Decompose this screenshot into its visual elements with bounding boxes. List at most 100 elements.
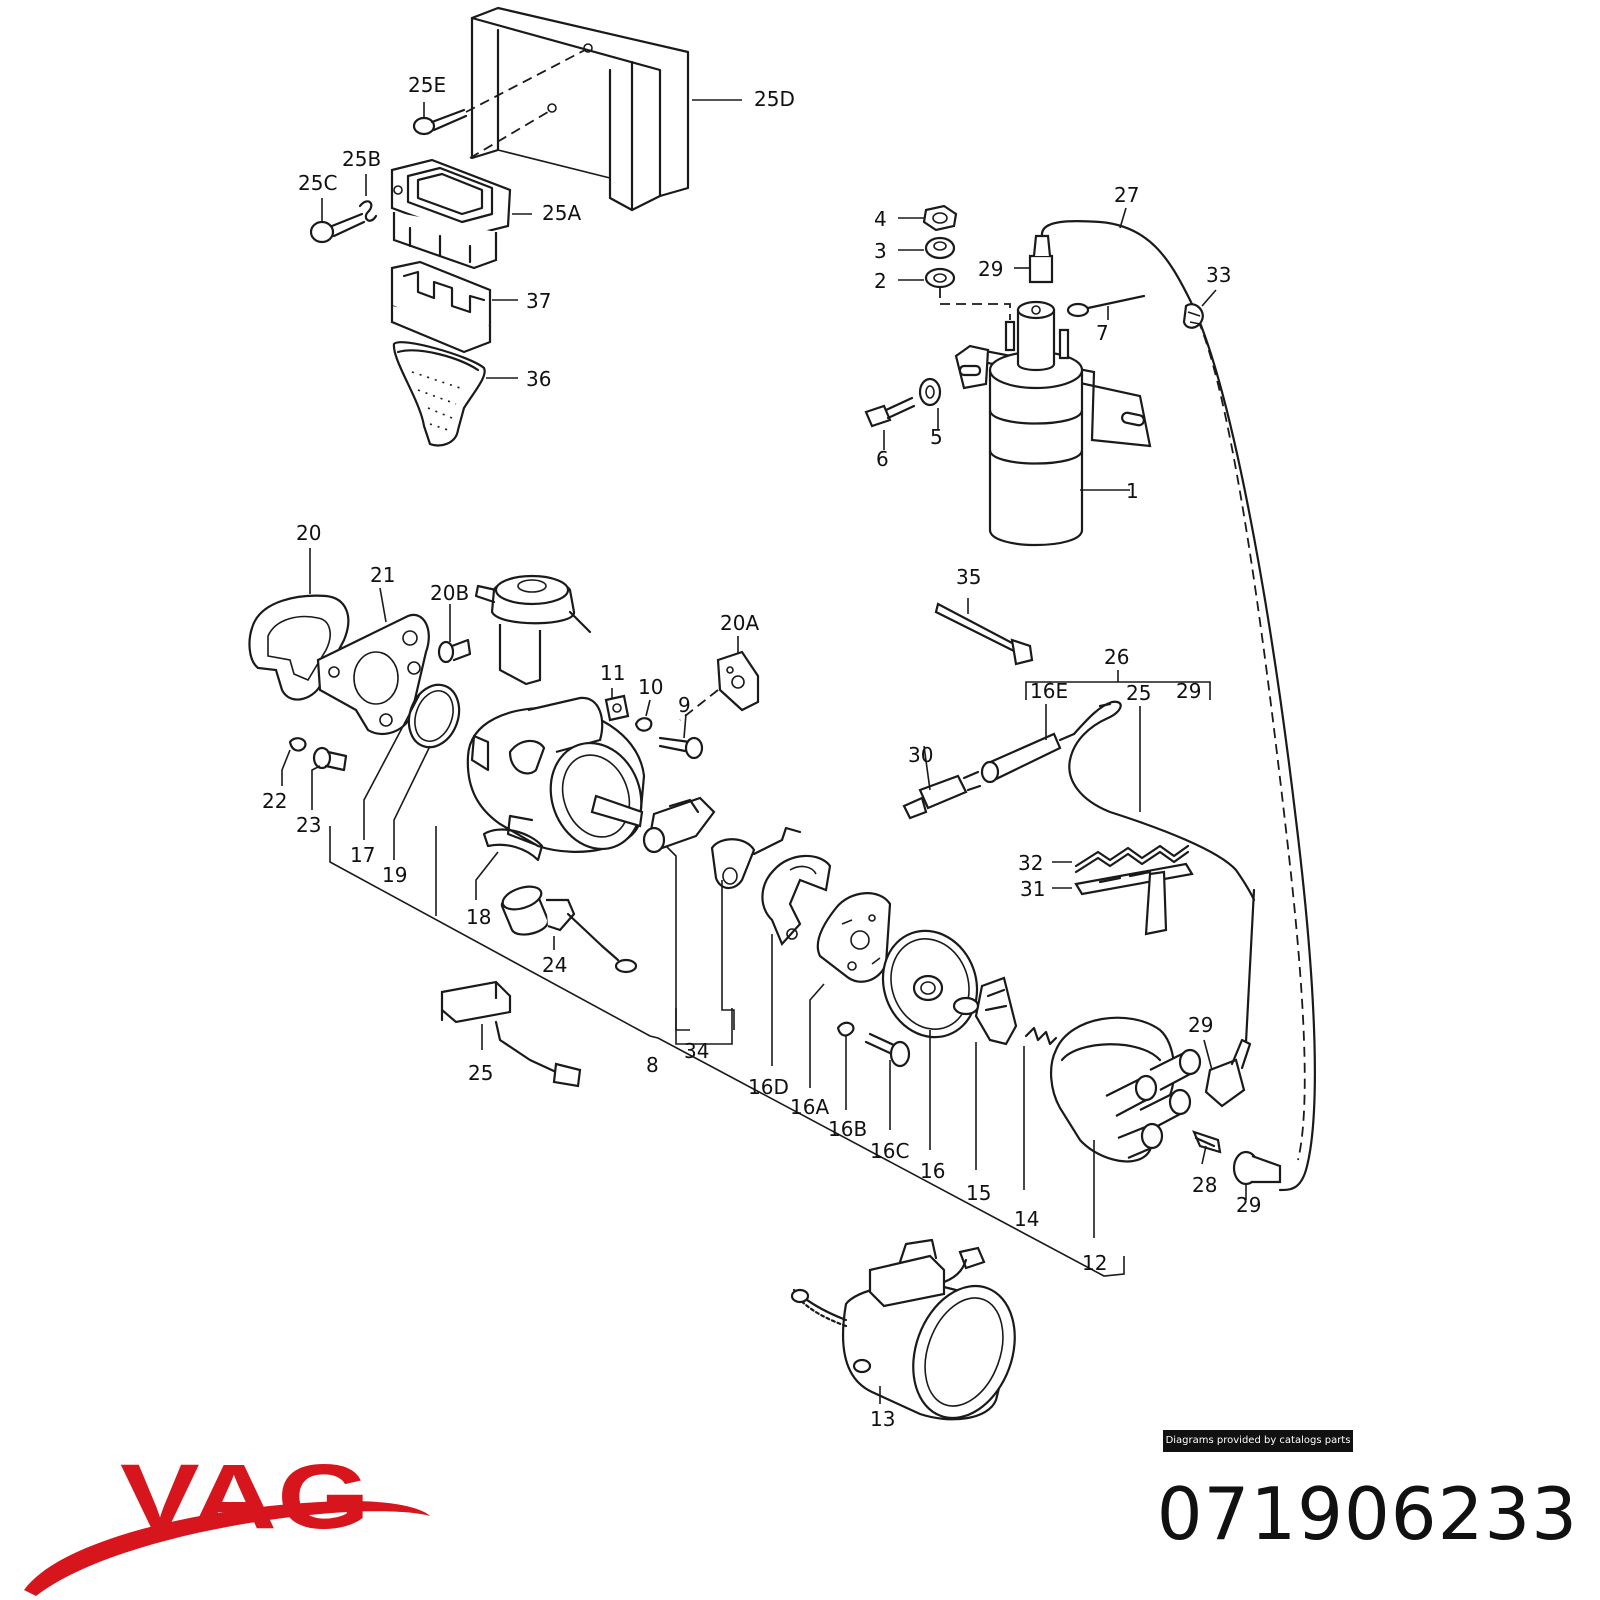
screw-25e — [412, 43, 593, 159]
label-3: 3 — [874, 239, 887, 263]
label-13: 13 — [870, 1407, 895, 1431]
control-unit-25-small — [440, 980, 582, 1088]
label-25c: 25C — [298, 171, 337, 195]
label-16d: 16D — [748, 1075, 789, 1099]
vacuum-unit — [474, 574, 592, 686]
label-16: 16 — [920, 1159, 945, 1183]
label-29-coil: 29 — [978, 257, 1003, 281]
label-16a: 16A — [790, 1095, 829, 1119]
label-6: 6 — [876, 447, 889, 471]
label-37: 37 — [526, 289, 551, 313]
clip-33 — [1182, 303, 1204, 329]
cam-16 — [881, 929, 979, 1039]
label-32: 32 — [1018, 851, 1043, 875]
bracket-31 — [1074, 862, 1194, 936]
boot-36 — [392, 341, 486, 447]
label-30: 30 — [908, 743, 933, 767]
label-29-lead: 29 — [1176, 679, 1201, 703]
label-33: 33 — [1206, 263, 1231, 287]
screw-23 — [312, 746, 348, 772]
label-17: 17 — [350, 843, 375, 867]
diagram-credit: Diagrams provided by catalogs parts — [1163, 1430, 1353, 1452]
label-25d: 25D — [754, 87, 795, 111]
label-16c: 16C — [870, 1139, 909, 1163]
washer-2 — [924, 267, 956, 289]
label-7: 7 — [1096, 321, 1109, 345]
spring-clip-18 — [482, 828, 544, 862]
contact-breaker-34 — [642, 796, 802, 890]
label-20: 20 — [296, 521, 321, 545]
label-4: 4 — [874, 207, 887, 231]
connector-29-bottom — [1232, 1150, 1282, 1186]
clip-32 — [1074, 844, 1190, 874]
control-unit-25a — [390, 158, 512, 270]
washer-10 — [634, 717, 653, 732]
plate-16a — [816, 892, 892, 983]
label-25-lead: 25 — [1126, 681, 1151, 705]
label-27: 27 — [1114, 183, 1139, 207]
connector-29-cap — [1204, 888, 1256, 1108]
connector-37 — [390, 260, 492, 354]
breaker-plate-16d — [761, 854, 832, 947]
ht-lead-27 — [1028, 220, 1316, 1192]
label-34: 34 — [684, 1039, 709, 1063]
distributor-cap-12 — [1050, 1016, 1202, 1163]
logo-text: VAG — [120, 1450, 370, 1548]
label-26: 26 — [1104, 645, 1129, 669]
nut-4 — [922, 204, 958, 232]
label-25-small: 25 — [468, 1061, 493, 1085]
screw-25c — [309, 200, 378, 244]
label-2: 2 — [874, 269, 887, 293]
bracket-25d — [470, 6, 690, 212]
label-20b: 20B — [430, 581, 469, 605]
label-16e: 16E — [1030, 679, 1068, 703]
vag-logo: VAG — [24, 1450, 430, 1596]
label-35: 35 — [956, 565, 981, 589]
label-1: 1 — [1126, 479, 1139, 503]
spring-14 — [1024, 1026, 1058, 1046]
housing-13 — [790, 1238, 1016, 1421]
part-labels: 25E 25D 25B 25C 25A 37 36 4 3 2 27 29 33… — [262, 73, 1261, 1431]
lock-washer-3 — [924, 236, 956, 260]
cable-tie-35 — [934, 602, 1034, 666]
label-25a: 25A — [542, 201, 581, 225]
screw-9 — [658, 736, 704, 760]
sensor-30 — [902, 770, 982, 820]
label-16b: 16B — [828, 1117, 867, 1141]
label-29-bottom: 29 — [1236, 1193, 1261, 1217]
screw-16c — [864, 1032, 911, 1068]
label-20a: 20A — [720, 611, 759, 635]
leader-lines — [281, 99, 1247, 1404]
label-12: 12 — [1082, 1251, 1107, 1275]
label-10: 10 — [638, 675, 663, 699]
label-11: 11 — [600, 661, 625, 685]
washer-5 — [918, 377, 942, 407]
bracket-20a — [716, 650, 760, 712]
label-29-cap: 29 — [1188, 1013, 1213, 1037]
rotor-15 — [952, 976, 1018, 1046]
label-14: 14 — [1014, 1207, 1039, 1231]
condenser-24 — [500, 885, 638, 974]
clamp-11 — [604, 694, 630, 722]
label-15: 15 — [966, 1181, 991, 1205]
part-number: 071906233 — [1156, 1472, 1578, 1556]
label-8: 8 — [646, 1053, 659, 1077]
terminal-7 — [1066, 294, 1146, 318]
label-25e: 25E — [408, 73, 446, 97]
clip-16b — [836, 1021, 855, 1037]
connector-28 — [1192, 1130, 1222, 1154]
label-31: 31 — [1020, 877, 1045, 901]
label-28: 28 — [1192, 1173, 1217, 1197]
distributor-housing-8 — [466, 696, 646, 853]
ignition-coil-1 — [954, 300, 1152, 547]
label-18: 18 — [466, 905, 491, 929]
label-5: 5 — [930, 425, 943, 449]
screw-20b — [437, 638, 472, 664]
sensor-16e — [980, 700, 1256, 902]
label-21: 21 — [370, 563, 395, 587]
label-19: 19 — [382, 863, 407, 887]
label-25b: 25B — [342, 147, 381, 171]
bolt-6 — [864, 396, 916, 428]
logo-swoosh — [24, 1500, 430, 1596]
label-36: 36 — [526, 367, 551, 391]
